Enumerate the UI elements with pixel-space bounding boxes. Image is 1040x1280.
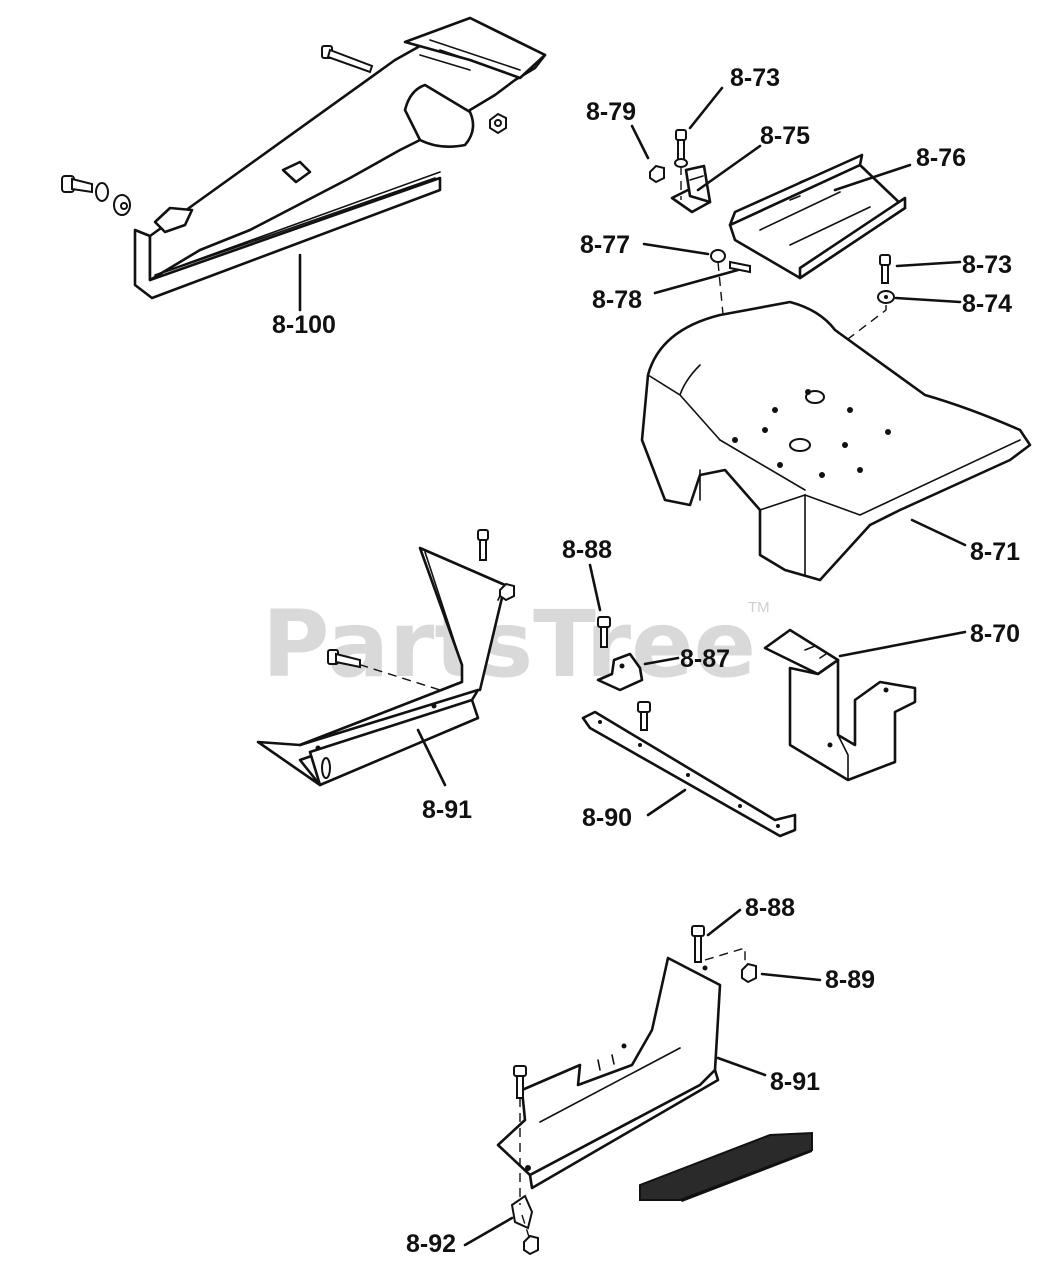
leader-8-88-lower xyxy=(706,908,742,937)
callout-8-89[interactable]: 8-89 xyxy=(825,966,875,994)
leader-8-89 xyxy=(760,972,822,982)
callout-8-70[interactable]: 8-70 xyxy=(970,620,1020,648)
callout-8-91-lower[interactable]: 8-91 xyxy=(770,1068,820,1096)
hardware-footrest-right xyxy=(510,925,757,1256)
callout-8-71[interactable]: 8-71 xyxy=(970,538,1020,566)
callout-8-91-upper[interactable]: 8-91 xyxy=(422,796,472,824)
watermark-text: PartsTree xyxy=(262,591,756,698)
leader-8-79 xyxy=(630,124,650,160)
callout-8-77[interactable]: 8-77 xyxy=(580,231,630,259)
leader-8-77 xyxy=(642,242,710,256)
callout-8-79[interactable]: 8-79 xyxy=(586,98,636,126)
hardware-bolt-top xyxy=(321,45,374,74)
callout-8-88-lower[interactable]: 8-88 xyxy=(745,894,795,922)
part-seat-bracket-8-76[interactable] xyxy=(728,153,907,280)
callout-8-92[interactable]: 8-92 xyxy=(406,1230,456,1258)
part-bolt-8-73-lower[interactable] xyxy=(879,254,891,284)
part-washer-8-77[interactable] xyxy=(710,249,726,263)
hardware-nut-right xyxy=(489,112,507,135)
part-washer-8-74[interactable] xyxy=(877,290,895,304)
part-footrest-mat[interactable] xyxy=(639,1131,813,1202)
part-bolt-8-88-upper[interactable] xyxy=(597,616,611,648)
callout-8-90[interactable]: 8-90 xyxy=(582,804,632,832)
leader-8-91-lower xyxy=(716,1056,767,1077)
callout-8-78[interactable]: 8-78 xyxy=(592,286,642,314)
leader-8-75 xyxy=(696,144,762,192)
leader-8-73-upper xyxy=(688,86,724,130)
hardware-footrest-left-bolts xyxy=(327,529,515,669)
leader-8-74 xyxy=(894,296,962,304)
callout-8-87[interactable]: 8-87 xyxy=(680,645,730,673)
part-bar-8-90[interactable] xyxy=(581,701,797,838)
assembly-lines-footrest xyxy=(519,947,746,1241)
leader-8-87 xyxy=(643,656,680,666)
leader-8-91-upper xyxy=(416,728,447,787)
callout-8-73-lower[interactable]: 8-73 xyxy=(962,251,1012,279)
leader-8-71 xyxy=(910,518,967,547)
callout-8-74[interactable]: 8-74 xyxy=(962,290,1012,318)
part-footrest-right-8-91[interactable] xyxy=(496,956,722,1190)
part-fender-8-71[interactable] xyxy=(640,300,1032,582)
leader-8-73-lower xyxy=(895,260,962,268)
leader-8-88-upper xyxy=(588,563,602,612)
part-bolt-8-73-upper[interactable] xyxy=(674,129,688,168)
part-dash-panel-8-100[interactable] xyxy=(61,16,547,300)
part-footrest-left-8-91[interactable] xyxy=(256,546,507,787)
part-bracket-8-70[interactable] xyxy=(763,628,917,782)
part-nut-8-79[interactable] xyxy=(649,164,665,184)
part-hinge-8-75[interactable] xyxy=(670,164,712,214)
leader-8-76 xyxy=(833,163,912,192)
leader-8-78 xyxy=(653,268,740,295)
leader-8-92 xyxy=(463,1216,514,1247)
callout-8-73-upper[interactable]: 8-73 xyxy=(730,64,780,92)
callout-8-75[interactable]: 8-75 xyxy=(760,122,810,150)
leader-8-90 xyxy=(646,788,687,817)
hardware-bolt-washer-stack xyxy=(61,175,131,216)
part-clamp-8-87[interactable] xyxy=(596,652,644,692)
part-bolt-8-78[interactable] xyxy=(729,260,751,274)
watermark-trademark: TM xyxy=(748,599,770,616)
callout-8-88-upper[interactable]: 8-88 xyxy=(562,536,612,564)
callout-8-76[interactable]: 8-76 xyxy=(916,144,966,172)
callout-8-100[interactable]: 8-100 xyxy=(272,311,336,339)
leader-8-70 xyxy=(838,630,967,658)
